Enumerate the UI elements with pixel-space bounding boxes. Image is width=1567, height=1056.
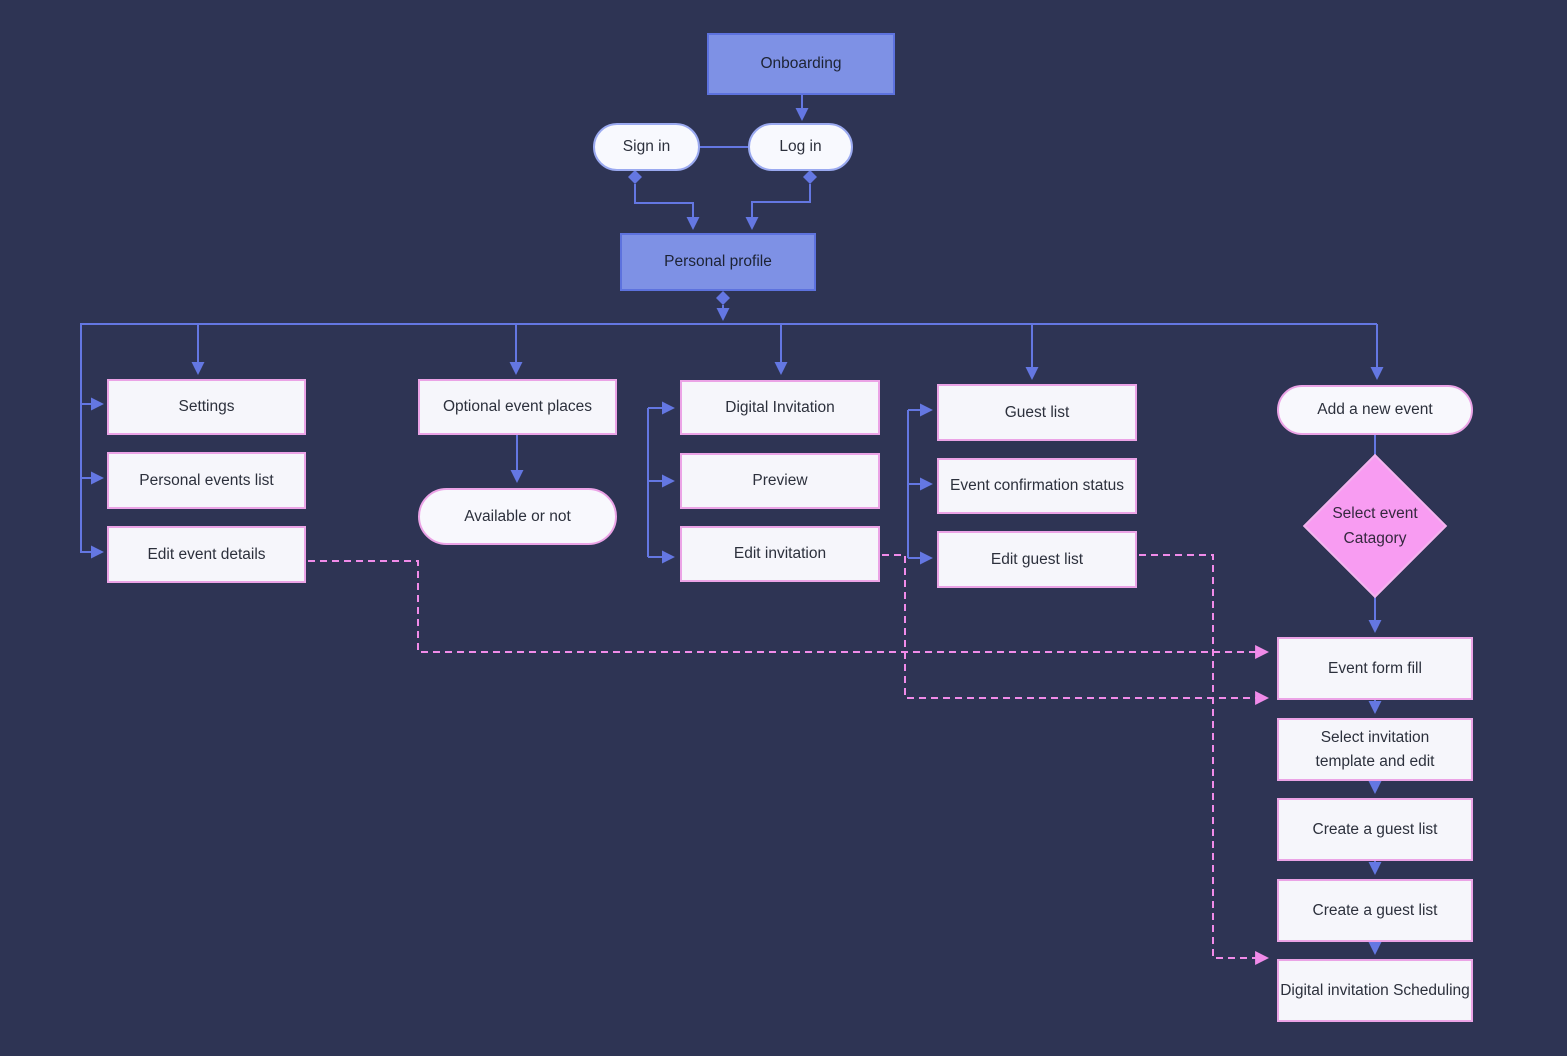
- diamond-marker-profile: [716, 291, 730, 305]
- node-edit-invitation[interactable]: Edit invitation: [680, 526, 880, 582]
- edge-bus: [80, 323, 1377, 559]
- node-label: Edit guest list: [990, 550, 1084, 568]
- node-available-or-not[interactable]: Available or not: [418, 488, 617, 545]
- node-sign-in[interactable]: Sign in: [593, 123, 700, 171]
- edge-login-profile: [745, 184, 811, 230]
- node-label: Onboarding: [760, 55, 842, 73]
- node-optional-event-places[interactable]: Optional event places: [418, 379, 617, 435]
- node-label: Select invitation template and edit: [1315, 729, 1435, 770]
- edge-editdetails-form: [308, 560, 1270, 659]
- node-create-a-guest-list-2[interactable]: Create a guest list: [1277, 879, 1473, 942]
- node-label: Event form fill: [1328, 659, 1422, 677]
- node-label: Optional event places: [442, 398, 593, 416]
- node-select-invitation-template[interactable]: Select invitation template and edit: [1277, 718, 1473, 781]
- node-label: Personal events list: [139, 471, 274, 489]
- node-label: Available or not: [464, 507, 571, 525]
- diamond-marker-login: [803, 170, 817, 184]
- node-digital-invitation[interactable]: Digital Invitation: [680, 380, 880, 435]
- node-label: Create a guest list: [1312, 820, 1438, 838]
- node-label: Add a new event: [1317, 401, 1433, 419]
- node-label: Settings: [178, 398, 235, 416]
- node-add-a-new-event[interactable]: Add a new event: [1277, 385, 1473, 435]
- node-label: Digital invitation Scheduling: [1280, 981, 1470, 999]
- node-log-in[interactable]: Log in: [748, 123, 853, 171]
- node-edit-guest-list[interactable]: Edit guest list: [937, 531, 1137, 588]
- node-label: Log in: [779, 138, 822, 156]
- node-label: Preview: [752, 472, 808, 490]
- node-label: Personal profile: [664, 253, 772, 271]
- node-label: Sign in: [622, 138, 671, 156]
- node-label: Event confirmation status: [949, 477, 1125, 495]
- node-label: Edit event details: [147, 545, 266, 563]
- node-label: Create a guest list: [1312, 901, 1438, 919]
- node-digital-invitation-scheduling[interactable]: Digital invitation Scheduling: [1277, 959, 1473, 1022]
- node-guest-list[interactable]: Guest list: [937, 384, 1137, 441]
- node-event-confirmation-status[interactable]: Event confirmation status: [937, 458, 1137, 514]
- node-onboarding[interactable]: Onboarding: [707, 33, 895, 95]
- node-label: Digital Invitation: [725, 398, 835, 416]
- node-label: Select event Catagory: [1332, 504, 1418, 547]
- node-settings[interactable]: Settings: [107, 379, 306, 435]
- node-personal-profile[interactable]: Personal profile: [620, 233, 816, 291]
- node-create-a-guest-list-1[interactable]: Create a guest list: [1277, 798, 1473, 861]
- node-label: Edit invitation: [733, 545, 827, 563]
- node-select-event-category[interactable]: Select event Catagory: [1302, 453, 1448, 599]
- edge-editguest-scheduling: [1139, 554, 1270, 965]
- edge-signin-profile: [634, 184, 700, 230]
- node-preview[interactable]: Preview: [680, 453, 880, 509]
- node-edit-event-details[interactable]: Edit event details: [107, 526, 306, 583]
- diamond-marker-signin: [628, 170, 642, 184]
- node-label: Guest list: [1004, 403, 1070, 421]
- node-personal-events-list[interactable]: Personal events list: [107, 452, 306, 509]
- node-event-form-fill[interactable]: Event form fill: [1277, 637, 1473, 700]
